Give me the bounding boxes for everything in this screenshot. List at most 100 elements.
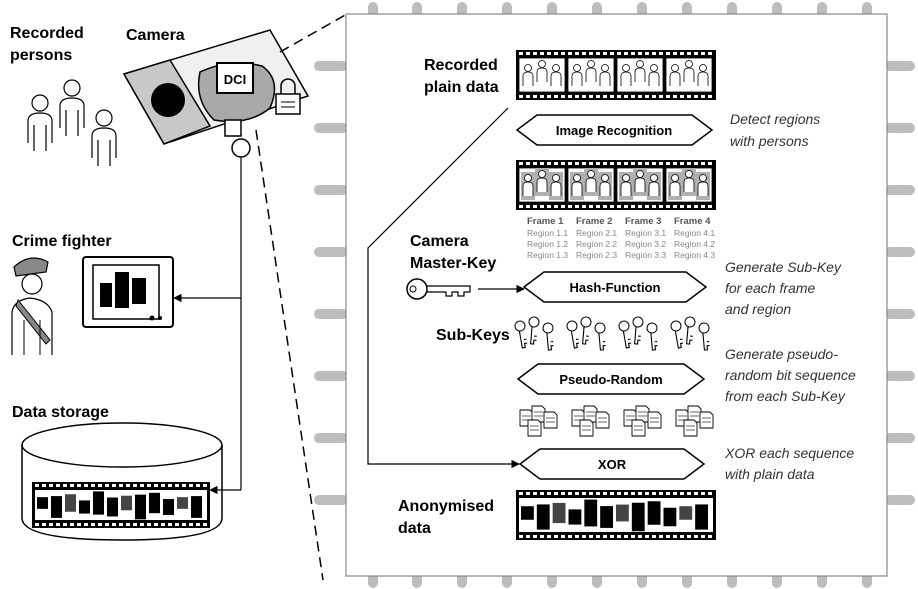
xor-box: XOR <box>518 448 706 480</box>
chip-pin <box>314 309 348 319</box>
region-label: Region 3.2 <box>625 239 666 249</box>
region-label: Region 1.3 <box>527 250 568 260</box>
bit-file-icon <box>635 405 650 423</box>
storage-data-strip <box>32 482 210 528</box>
chip-pin <box>314 495 348 505</box>
region-label: Region 2.3 <box>576 250 617 260</box>
sub-key-icon <box>632 316 644 345</box>
person-icon <box>91 109 117 166</box>
detect-regions-1: Detect regions <box>730 111 820 127</box>
sub-key-icon <box>580 316 592 345</box>
sub-key-icon <box>514 320 528 349</box>
anonymised-data-film-strip <box>516 490 716 540</box>
region-label: Region 3.1 <box>625 228 666 238</box>
film-strips <box>516 50 716 540</box>
generate-subkey-1: Generate Sub-Key <box>725 259 842 275</box>
sub-key-icons <box>514 316 710 351</box>
detected-regions-film-strip <box>516 160 716 210</box>
xor-desc-2: with plain data <box>725 466 815 482</box>
generate-pseudo-1: Generate pseudo- <box>725 346 838 362</box>
frame-title: Frame 1 <box>527 216 564 227</box>
recorded-plain-data-label-1: Recorded <box>424 57 498 74</box>
monitor-icon <box>82 256 241 328</box>
sub-key-icon <box>542 322 554 351</box>
recorded-persons-label-1: Recorded <box>10 25 84 42</box>
generate-pseudo-3: from each Sub-Key <box>725 388 846 404</box>
hash-function-box: Hash-Function <box>522 271 708 303</box>
data-storage-label: Data storage <box>12 404 109 421</box>
frame-title: Frame 3 <box>625 216 661 227</box>
bit-sequence-file-icons <box>519 405 714 437</box>
region-label: Region 4.1 <box>674 228 715 238</box>
bit-file-icon <box>683 419 698 437</box>
chip-pin <box>885 123 915 133</box>
bit-file-icon <box>579 419 594 437</box>
image-recognition-label: Image Recognition <box>556 123 672 138</box>
frame-title: Frame 4 <box>674 216 711 227</box>
recorded-persons-icons <box>27 79 117 166</box>
camera-master-key-label-1: Camera <box>410 233 469 250</box>
camera-icon: DCI <box>122 29 310 490</box>
generate-pseudo-2: random bit sequence <box>725 367 856 383</box>
bit-file-icon <box>687 405 702 423</box>
xor-desc-1: XOR each sequence <box>724 445 854 461</box>
chip-pin <box>885 495 915 505</box>
bit-file-icon <box>543 411 558 429</box>
sub-key-icon <box>646 322 658 351</box>
chip-pin <box>885 309 915 319</box>
anonymised-label-1: Anonymised <box>398 498 494 515</box>
storage-film-strip <box>32 482 210 528</box>
camera-label: Camera <box>126 27 185 44</box>
generate-subkey-3: and region <box>725 301 791 317</box>
image-recognition-box: Image Recognition <box>515 114 714 146</box>
frame-title: Frame 2 <box>576 216 612 227</box>
chip-pin <box>885 433 915 443</box>
plain-data-film-strip <box>516 50 716 100</box>
region-label: Region 1.1 <box>527 228 568 238</box>
generate-subkey-2: for each frame <box>725 280 815 296</box>
recorded-plain-data-label-2: plain data <box>424 79 499 96</box>
bit-file-icon <box>647 411 662 429</box>
chip-pin <box>885 371 915 381</box>
bit-file-icon <box>699 411 714 429</box>
anonymised-label-2: data <box>398 520 431 537</box>
master-key-icon <box>406 278 525 300</box>
camera-master-key-label-2: Master-Key <box>410 255 496 272</box>
sub-key-icon <box>566 320 580 349</box>
chip-pin <box>314 123 348 133</box>
region-label: Region 4.3 <box>674 250 715 260</box>
chip-pin <box>314 371 348 381</box>
sub-key-icon <box>684 316 696 345</box>
pseudo-random-box: Pseudo-Random <box>516 363 706 395</box>
chip-pin <box>885 61 915 71</box>
bit-file-icon <box>595 411 610 429</box>
xor-label: XOR <box>598 457 627 472</box>
bit-file-icon <box>631 419 646 437</box>
bit-file-icon <box>527 419 542 437</box>
region-label: Region 2.2 <box>576 239 617 249</box>
region-label: Region 1.2 <box>527 239 568 249</box>
region-label: Region 4.2 <box>674 239 715 249</box>
person-icon <box>27 94 53 151</box>
sub-key-icon <box>670 320 684 349</box>
detect-regions-2: with persons <box>730 133 809 149</box>
recorded-persons-label-2: persons <box>10 47 72 64</box>
hash-function-label: Hash-Function <box>570 280 661 295</box>
lock-icon <box>275 78 301 115</box>
crime-fighter-icon <box>11 257 53 355</box>
chip-pin <box>885 247 915 257</box>
region-label: Region 2.1 <box>576 228 617 238</box>
sub-key-icon <box>618 320 632 349</box>
chip-pin <box>885 185 915 195</box>
person-icon <box>59 79 85 136</box>
chip-pin <box>314 185 348 195</box>
sub-key-icon <box>594 322 606 351</box>
region-label: Region 3.3 <box>625 250 666 260</box>
chip-pin <box>314 433 348 443</box>
chip-pin <box>314 61 348 71</box>
pseudo-random-label: Pseudo-Random <box>559 372 662 387</box>
sub-key-icon <box>698 322 710 351</box>
